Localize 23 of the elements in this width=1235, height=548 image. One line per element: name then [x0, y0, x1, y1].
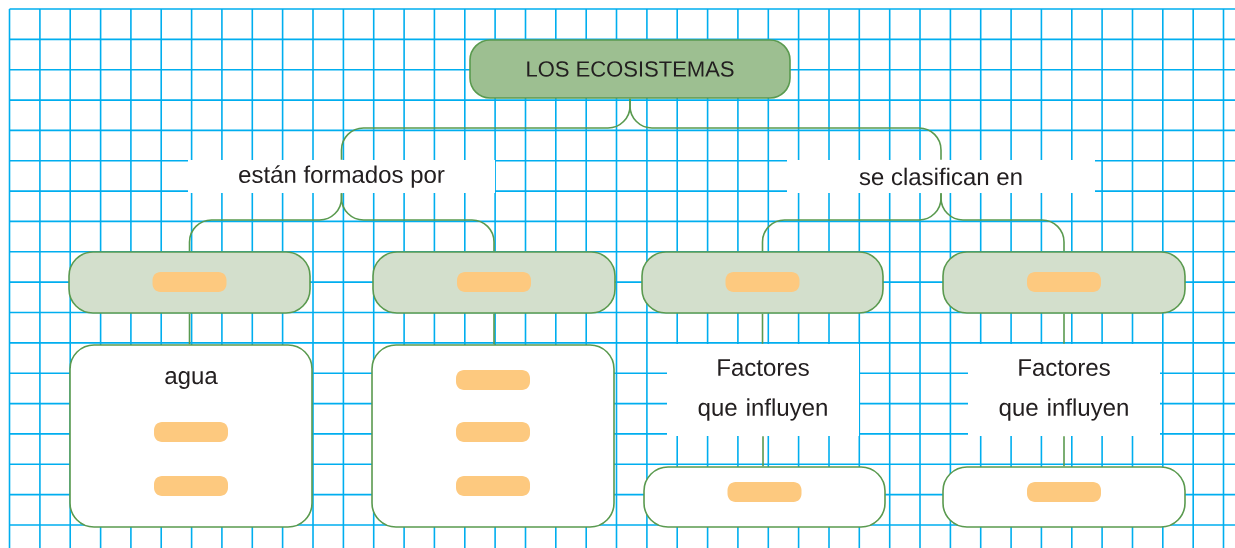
- content-box: [371, 344, 615, 528]
- content-box: [942, 466, 1186, 528]
- node-label: Factores que influyen: [999, 359, 1128, 421]
- linking-phrase: Factores que influyen: [667, 344, 859, 436]
- node-label: se clasifican en: [859, 167, 1022, 186]
- connector-line: [188, 313, 191, 345]
- connector-line: [940, 192, 1065, 252]
- linking-phrase: se clasifican en: [787, 160, 1095, 193]
- connector-line: [629, 98, 942, 161]
- connector-line: [1063, 313, 1065, 345]
- content-box: agua: [69, 344, 313, 528]
- linking-phrase: Factores que influyen: [968, 344, 1160, 436]
- concept-box: [641, 251, 884, 314]
- connector-line: [761, 313, 764, 345]
- connector-line: [762, 435, 764, 467]
- connector-line: [340, 192, 495, 252]
- connector-line: [1063, 435, 1065, 467]
- node-label: Factores que influyen: [698, 359, 827, 421]
- linking-phrase: están formados por: [188, 160, 495, 193]
- title-box: LOS ECOSISTEMAS: [469, 39, 791, 99]
- node-label: están formados por: [239, 165, 445, 188]
- concept-box: [942, 251, 1186, 314]
- connector-line: [493, 313, 495, 345]
